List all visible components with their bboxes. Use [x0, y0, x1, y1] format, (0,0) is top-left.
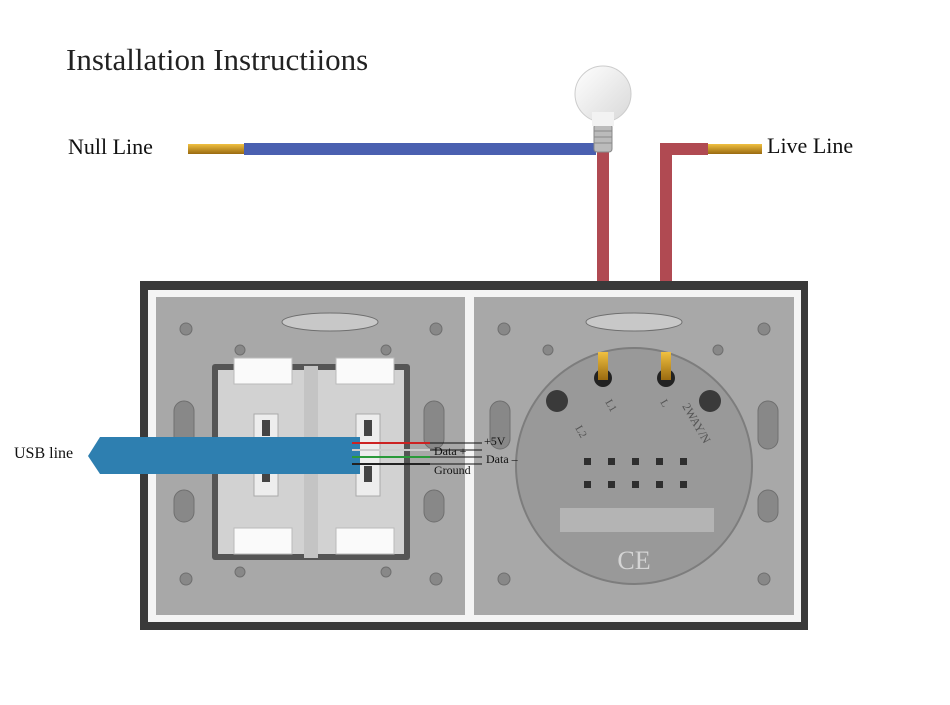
pin-label-data-minus: Data –: [486, 452, 519, 466]
pin-label-data-plus: Data +: [434, 444, 467, 458]
usb-clip-bottom-left: [233, 527, 293, 555]
null-line-label: Null Line: [68, 134, 153, 159]
null-wire: [188, 143, 596, 155]
usb-clip-top-right: [335, 357, 395, 385]
usb-line-label: USB line: [14, 445, 74, 462]
switch-vent-grid: [584, 458, 687, 488]
switch-module: [515, 347, 753, 585]
switch-terminals: [594, 352, 675, 387]
ce-mark-icon: CE: [617, 546, 650, 575]
null-wire-insulation: [244, 143, 596, 155]
page-title: Installation Instructiions: [66, 42, 369, 77]
switch-label-area: [560, 508, 714, 532]
switch-plate-holes: [489, 312, 779, 586]
light-bulb-icon: [574, 65, 632, 153]
usb-cable: [88, 437, 482, 474]
pin-label-5v: +5V: [484, 434, 506, 448]
null-wire-tip: [188, 144, 246, 154]
usb-clip-bottom-right: [335, 527, 395, 555]
live-wire-tip: [704, 144, 762, 154]
pin-label-ground: Ground: [434, 463, 471, 477]
terminal-label-l2: L2: [572, 424, 589, 441]
usb-clip-top-left: [233, 357, 293, 385]
live-line-label: Live Line: [767, 133, 854, 158]
terminal-label-l1: L1: [602, 398, 619, 415]
